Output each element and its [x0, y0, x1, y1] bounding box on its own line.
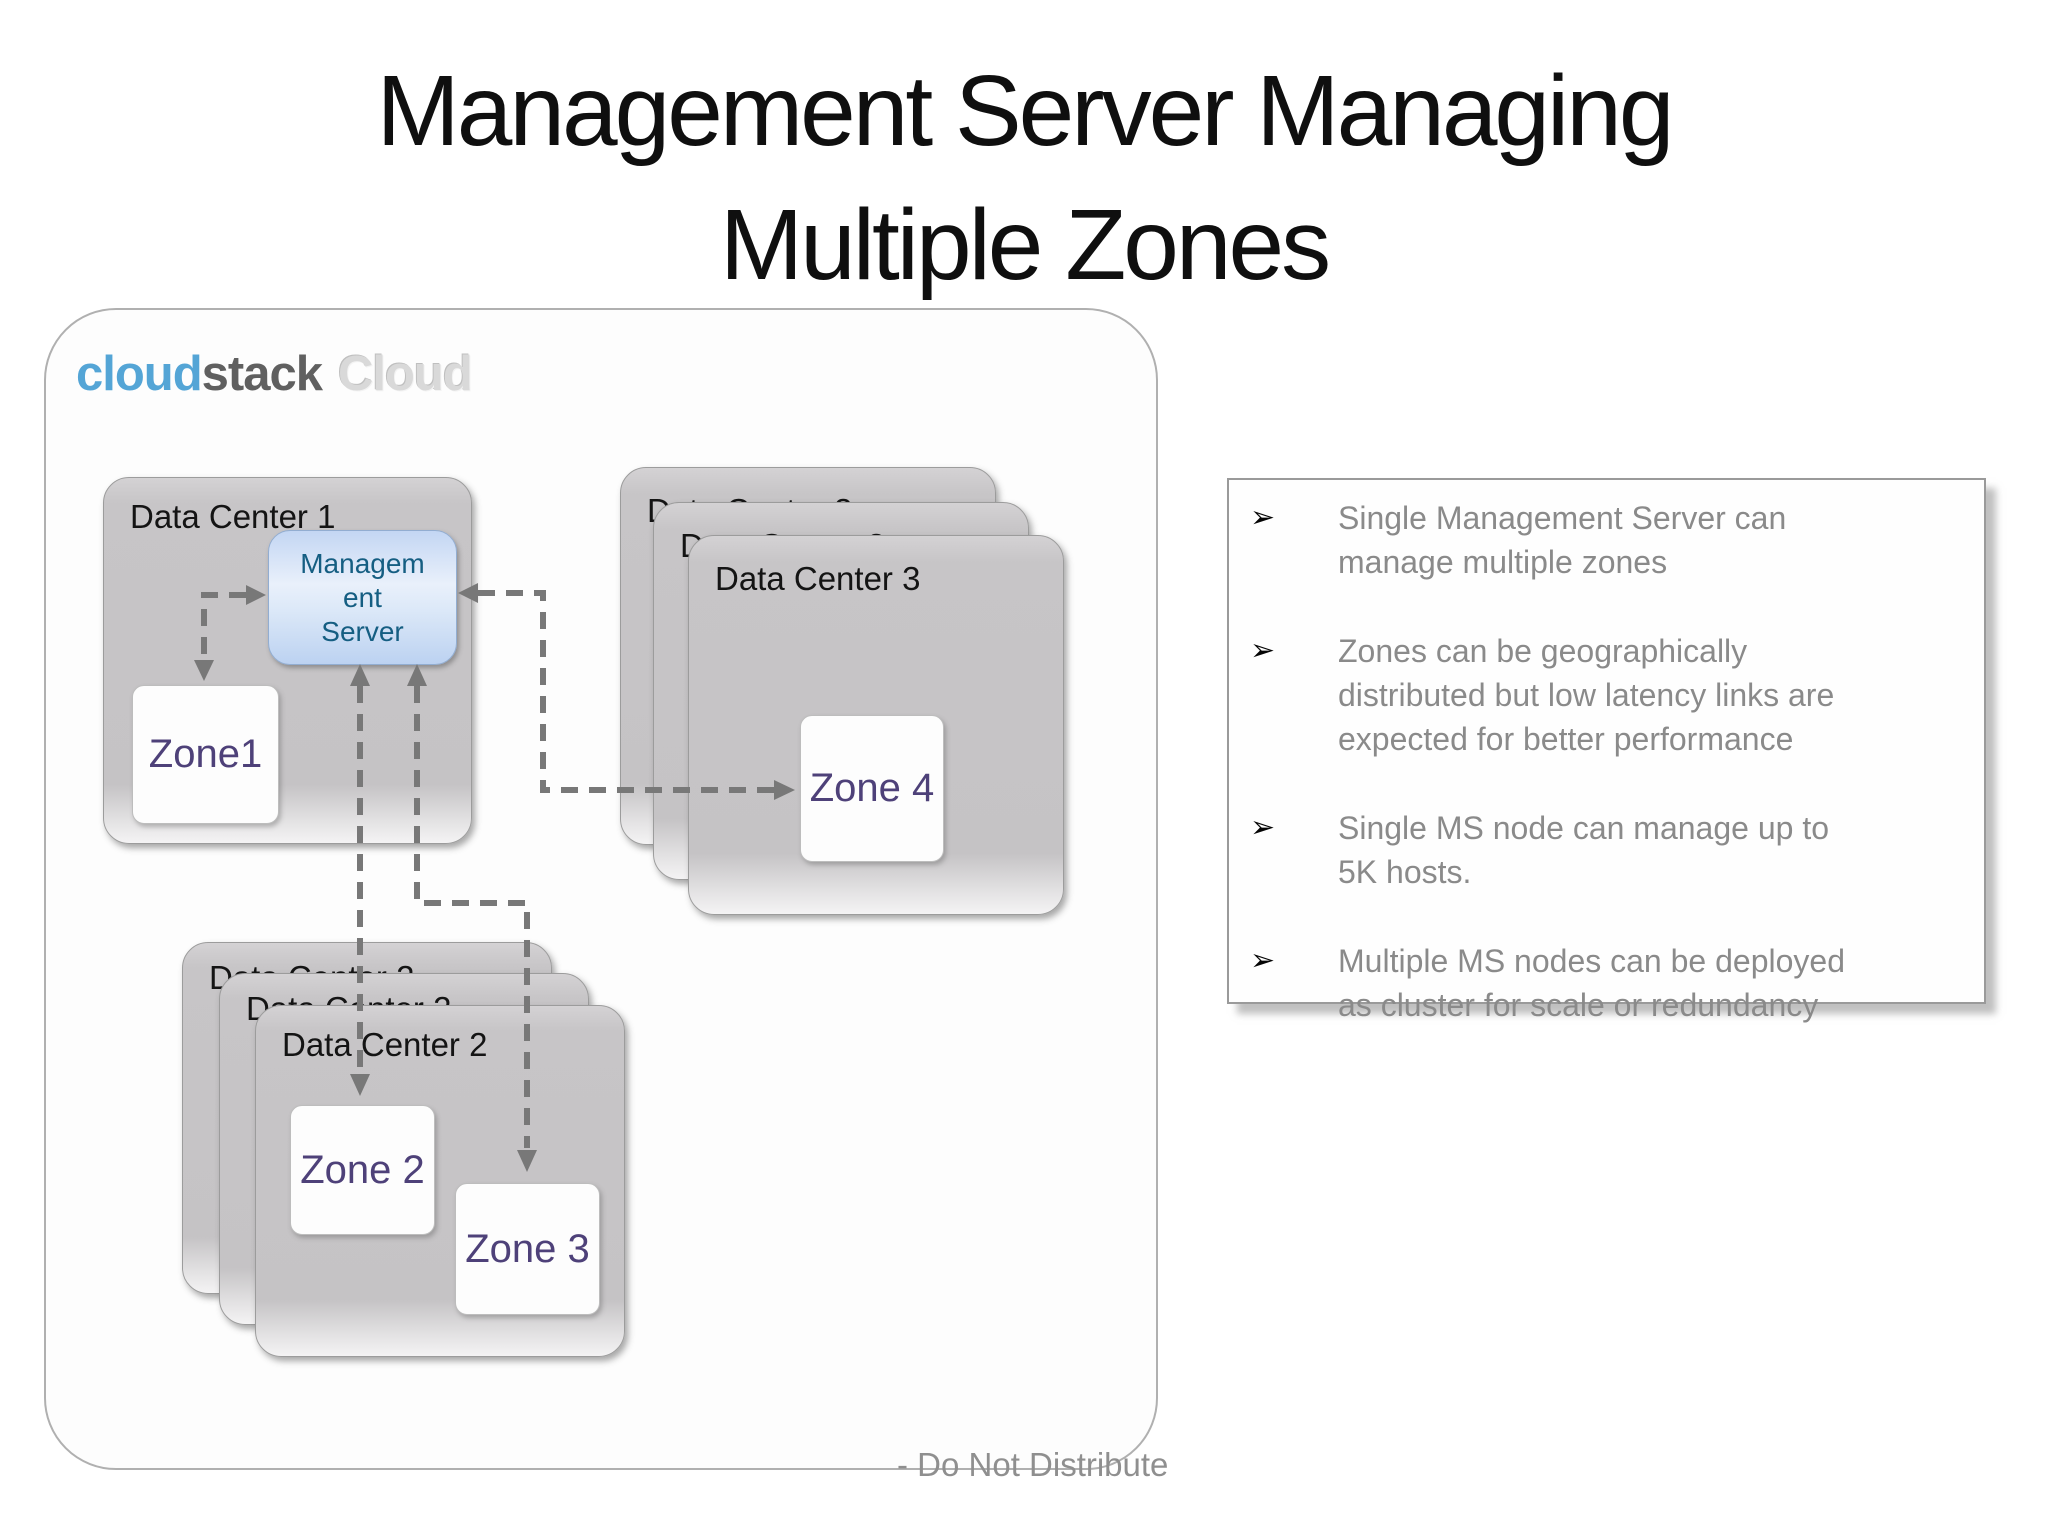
data-center-2-label: Data Center 2: [282, 1026, 488, 1063]
data-center-1-label: Data Center 1: [130, 498, 336, 535]
cloudstack-logo: cloudstack Cloud: [76, 346, 473, 402]
list-item: ➢ Zones can be geographically distribute…: [1229, 629, 1984, 761]
bullet-line: Zones can be geographically: [1338, 633, 1748, 669]
bullet-line: 5K hosts.: [1338, 854, 1472, 890]
notes-panel: ➢ Single Management Server can manage mu…: [1227, 478, 1986, 1023]
bullet-line: as cluster for scale or redundancy: [1338, 987, 1819, 1023]
bullet-line: Single MS node can manage up to: [1338, 810, 1829, 846]
bullet-list: ➢ Single Management Server can manage mu…: [1229, 480, 1984, 1027]
bullet-arrow-icon: ➢: [1250, 633, 1276, 668]
bullet-line: expected for better performance: [1338, 721, 1794, 757]
management-server-label-line3: Server: [321, 615, 404, 647]
bullet-line: Multiple MS nodes can be deployed: [1338, 943, 1845, 979]
management-server-label-line1: Managem: [300, 547, 425, 579]
bullet-line: Single Management Server can: [1338, 500, 1787, 536]
list-item: ➢ Single Management Server can manage mu…: [1229, 496, 1984, 584]
slide-title-line1: Management Server Managing: [376, 55, 1675, 167]
logo-cloud-text: cloud: [76, 347, 203, 401]
zone-1-box: Zone1: [132, 685, 279, 824]
bullet-arrow-icon: ➢: [1250, 500, 1276, 535]
bullet-text: Single Management Server can manage mult…: [1338, 496, 1786, 584]
bullet-arrow-icon: ➢: [1250, 943, 1276, 978]
list-item: ➢ Single MS node can manage up to 5K hos…: [1229, 806, 1984, 894]
bullet-text: Single MS node can manage up to 5K hosts…: [1338, 806, 1829, 894]
bullet-text: Multiple MS nodes can be deployed as clu…: [1338, 939, 1845, 1027]
list-item: ➢ Multiple MS nodes can be deployed as c…: [1229, 939, 1984, 1027]
bullet-arrow-icon: ➢: [1250, 810, 1276, 845]
footer-watermark: - Do Not Distribute: [897, 1446, 1169, 1483]
zone-3-box: Zone 3: [455, 1183, 600, 1315]
slide-title: Management Server Managing Multiple Zone…: [0, 44, 2048, 312]
logo-suffix-text: Cloud: [338, 347, 473, 401]
bullet-line: distributed but low latency links are: [1338, 677, 1835, 713]
zone-4-box: Zone 4: [800, 715, 944, 862]
zone-2-box: Zone 2: [290, 1105, 435, 1235]
logo-stack-text: stack: [201, 347, 323, 401]
bullet-line: manage multiple zones: [1338, 544, 1668, 580]
management-server-label-line2: ent: [343, 581, 382, 613]
data-center-3-label: Data Center 3: [715, 560, 921, 597]
slide-title-line2: Multiple Zones: [719, 189, 1331, 301]
bullet-text: Zones can be geographically distributed …: [1338, 629, 1834, 761]
management-server-box: Managem ent Server: [268, 530, 457, 665]
